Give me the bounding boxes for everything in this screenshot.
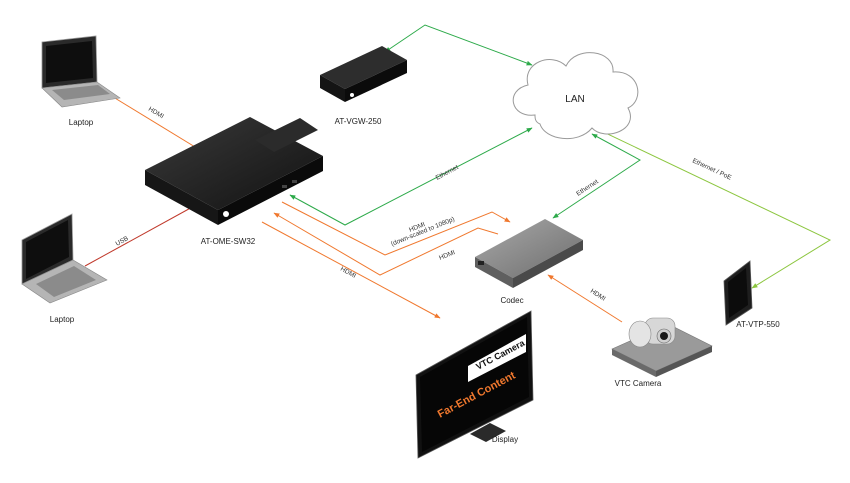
laptop-bottom: Laptop	[21, 213, 108, 324]
cable-panel-lan	[592, 126, 832, 289]
lan-cloud: LAN	[512, 52, 639, 140]
cable-label-laptop-hdmi: HDMI	[147, 106, 165, 121]
cable-gateway-lan	[384, 24, 533, 66]
gateway-label: AT-VGW-250	[335, 117, 382, 126]
cable-camera-to-codec	[547, 274, 623, 323]
display-device: VTC Camera Far-End Content Display	[415, 310, 534, 459]
cable-codec-lan	[552, 133, 641, 219]
gateway-device: AT-VGW-250	[320, 46, 407, 126]
codec-label: Codec	[500, 296, 523, 305]
laptop-bottom-label: Laptop	[50, 315, 75, 324]
cable-label-display-hdmi: HDMI	[339, 266, 357, 280]
touch-panel-label: AT-VTP-550	[736, 320, 780, 329]
cable-codec-to-switcher	[273, 212, 499, 276]
camera-device: VTC Camera	[611, 317, 713, 388]
cable-laptop-top-hdmi	[104, 91, 201, 151]
cable-switcher-to-codec	[281, 201, 511, 256]
touch-panel-device: AT-VTP-550	[723, 260, 780, 329]
logo-icon	[223, 211, 229, 217]
cable-laptop-bottom-usb	[84, 204, 197, 267]
cable-label-codec-out: HDMI	[438, 249, 456, 262]
laptop-top-label: Laptop	[69, 118, 94, 127]
cable-label-panel-ethernet: Ethernet / PoE	[691, 157, 733, 181]
codec-device: Codec	[475, 219, 583, 305]
pip-window	[468, 334, 526, 382]
switcher-device: AT-OME-SW32	[145, 117, 323, 246]
display-label: Display	[492, 435, 518, 444]
gateway-logo-icon	[350, 93, 354, 97]
camera-label: VTC Camera	[615, 379, 662, 388]
laptop-top: Laptop	[41, 35, 121, 127]
cable-switcher-lan	[289, 127, 533, 226]
cable-label-camera-hdmi: HDMI	[589, 288, 607, 303]
lan-label: LAN	[565, 94, 584, 105]
cable-label-switcher-ethernet: Ethernet	[435, 164, 460, 182]
switcher-label: AT-OME-SW32	[201, 237, 256, 246]
cable-switcher-to-display	[261, 221, 441, 319]
